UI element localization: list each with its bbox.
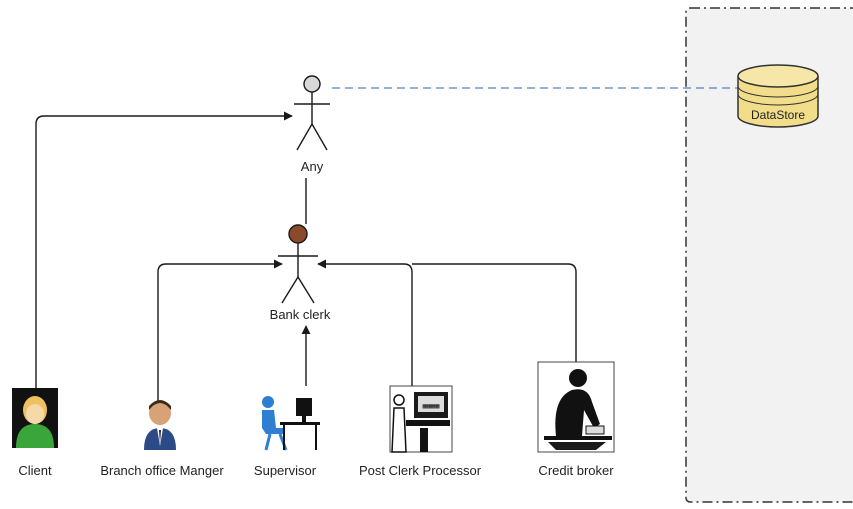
client-label: Client xyxy=(18,463,52,478)
clerk-terminal-icon: ▦▦▦▦ xyxy=(389,385,453,453)
manager-avatar-icon xyxy=(144,400,176,450)
desk-worker-icon xyxy=(262,396,320,451)
any-actor-figure xyxy=(294,75,330,151)
bank-clerk-actor-label: Bank clerk xyxy=(269,307,331,322)
bank-clerk-actor-figure xyxy=(278,224,318,304)
branch-office-manager-label: Branch office Manger xyxy=(100,463,224,478)
person-avatar-icon xyxy=(12,388,58,448)
post-clerk-connector xyxy=(317,259,413,386)
credit-broker-label: Credit broker xyxy=(538,463,614,478)
client-connector xyxy=(35,111,293,388)
svg-text:▦▦▦▦: ▦▦▦▦ xyxy=(423,403,441,411)
credit-broker-connector xyxy=(412,263,577,362)
broker-writing-icon xyxy=(537,361,615,453)
post-clerk-processor-label: Post Clerk Processor xyxy=(358,463,482,478)
branch-manager-connector xyxy=(157,259,283,402)
system-boundary xyxy=(685,7,853,503)
any-actor-label: Any xyxy=(300,159,324,174)
datastore-label: DataStore xyxy=(750,108,806,122)
supervisor-label: Supervisor xyxy=(253,463,317,478)
database-cylinder-icon xyxy=(737,64,819,128)
